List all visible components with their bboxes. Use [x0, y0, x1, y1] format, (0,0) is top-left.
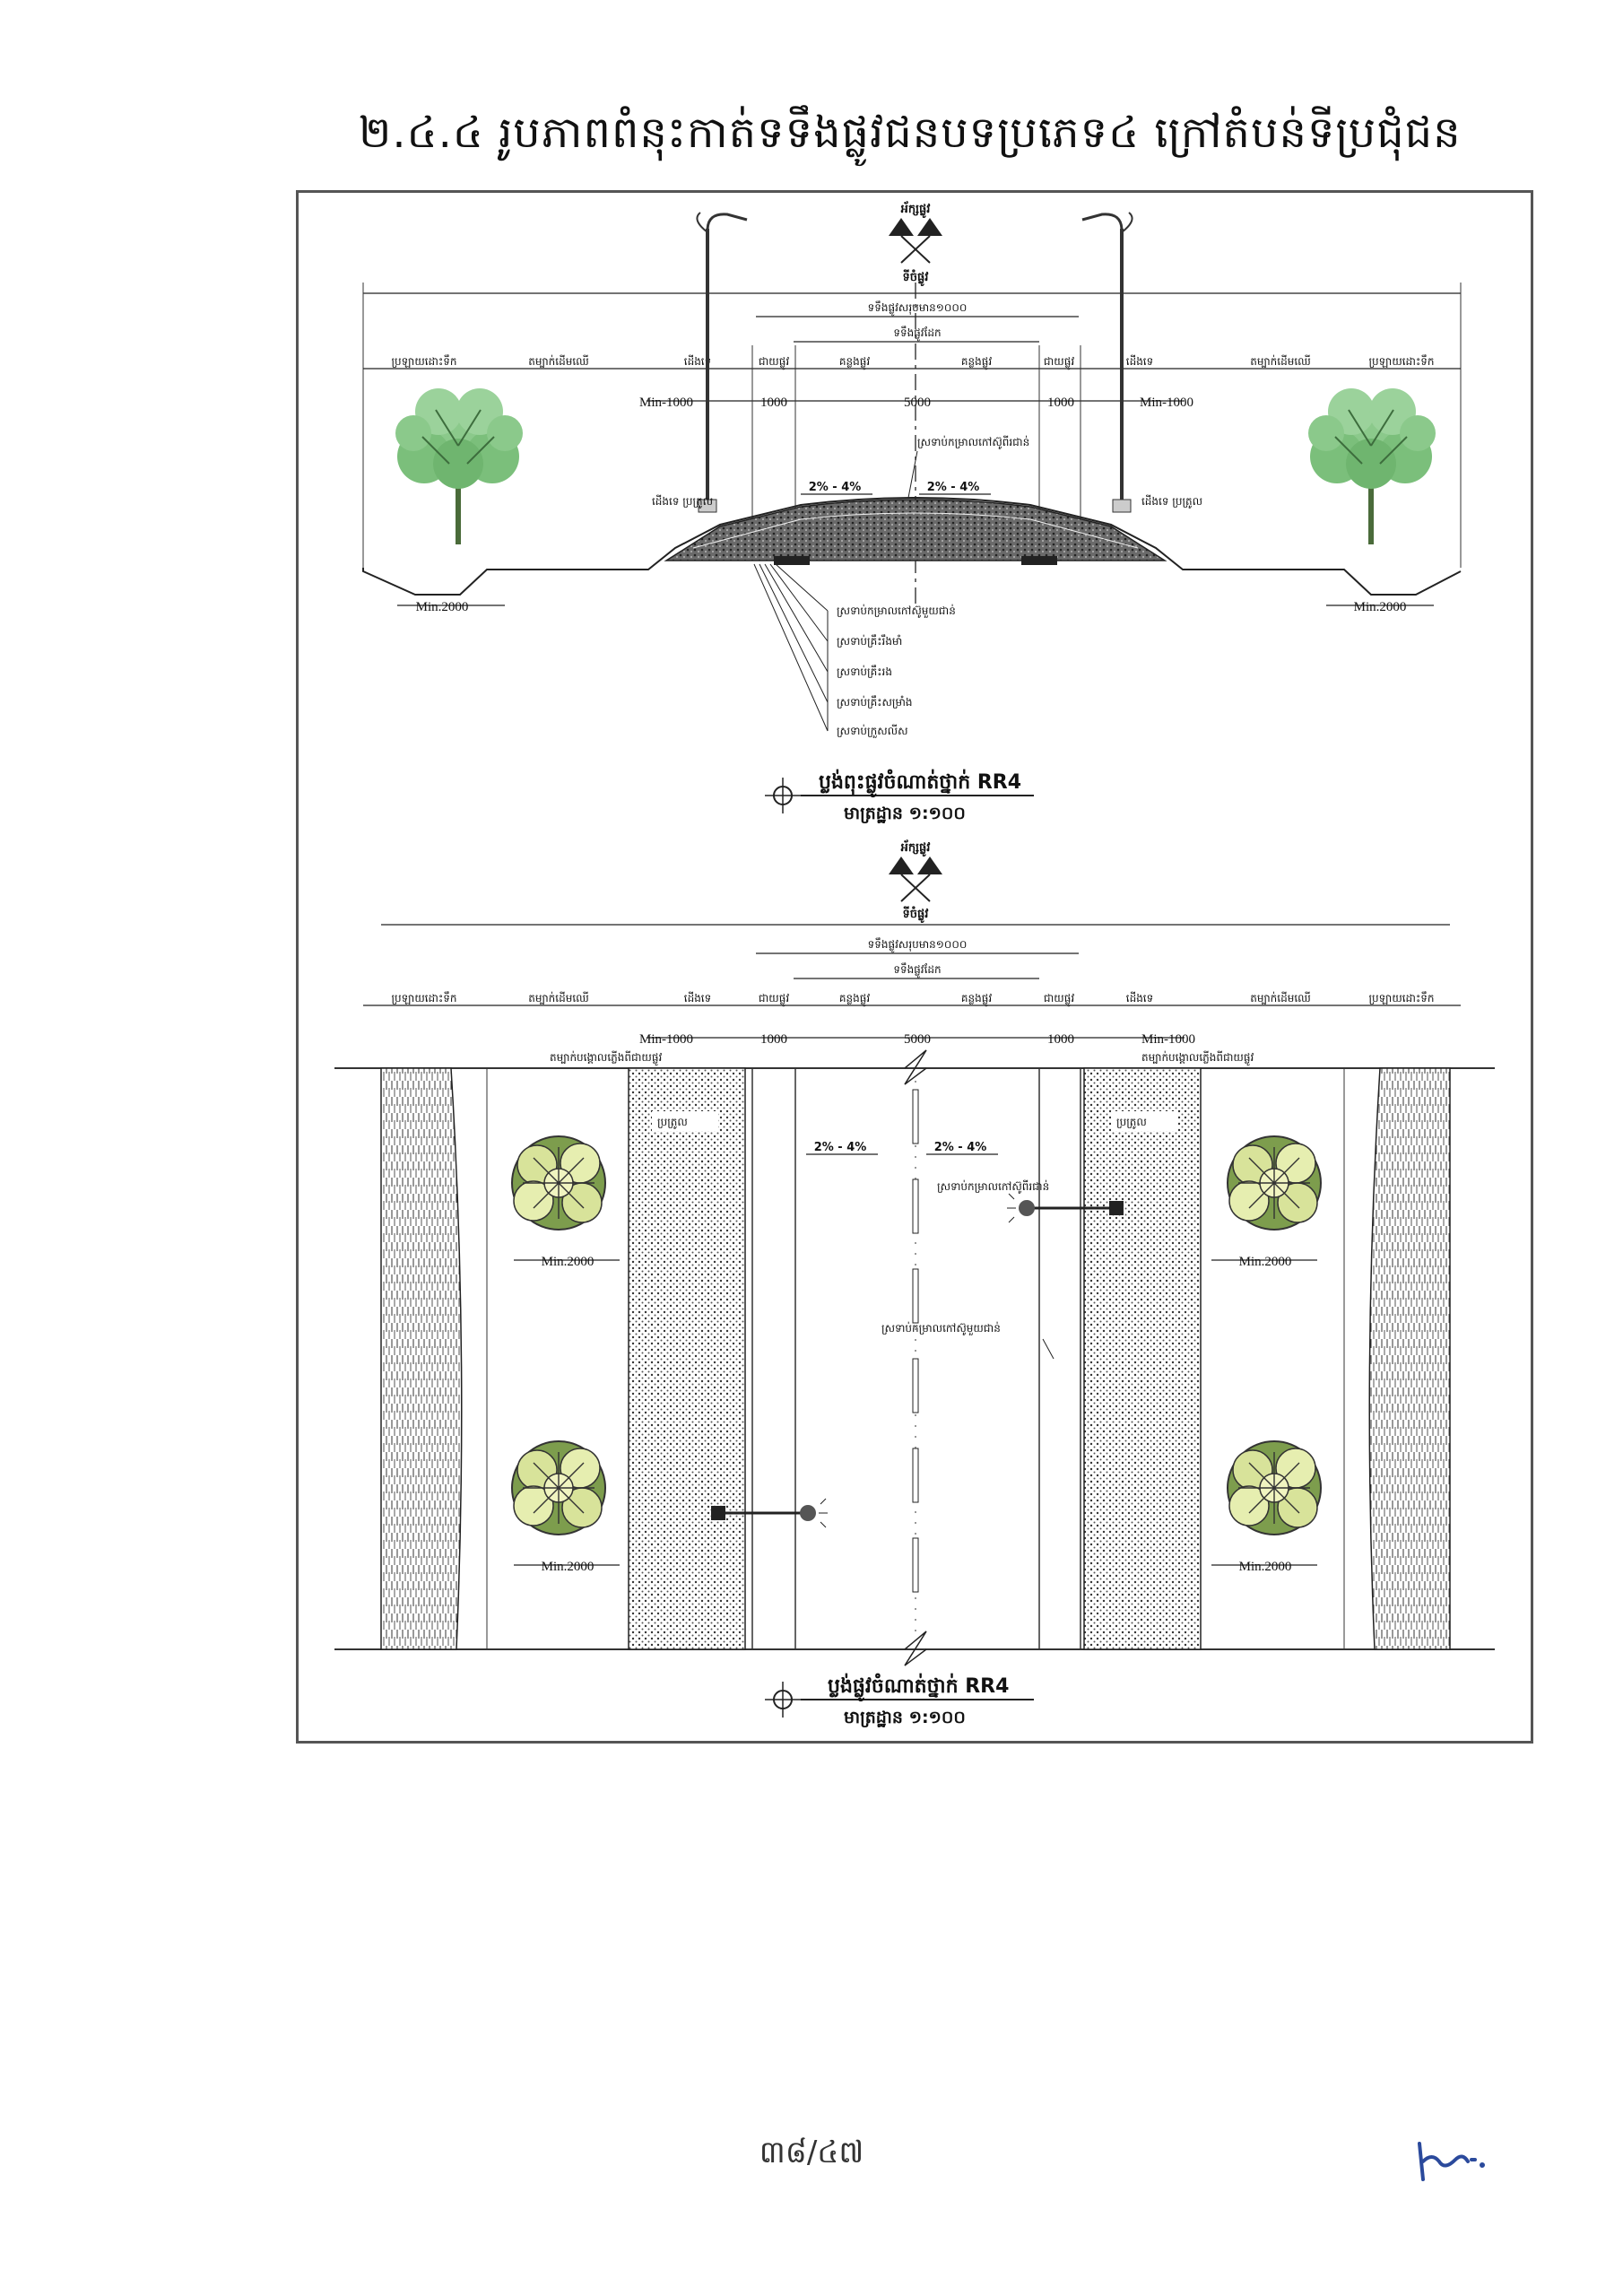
layer-leaders: ស្រទាប់កម្រាលកៅស៊ូមួយជាន់ ស្រទាប់គ្រឹះរឹ…: [753, 563, 956, 738]
shrub-icon: [511, 1440, 606, 1535]
carriageway-label: ទទឹងផ្លូវដែក: [893, 962, 941, 978]
footpath-left: ប្រត្រូល: [657, 1116, 688, 1129]
zone-label: ជាយផ្លូវ: [759, 355, 789, 370]
dim-value: 5000: [904, 396, 931, 410]
lamp-icon: [1007, 1193, 1124, 1223]
zone-labels: ប្រឡាយដោះទឹក តម្បាក់ដើមឈើ ដើងទេ ជាយផ្លូវ…: [391, 354, 1434, 370]
dim-value: 5000: [904, 1032, 931, 1047]
dim-value: Min-1000: [639, 396, 693, 410]
zone-label: តម្បាក់ដើមឈើ: [528, 991, 589, 1004]
cross-section: អ័ក្សផ្លូវ ទីចំផ្លូវ ទទឹងផ្លូវសរុបមាន១០០…: [362, 201, 1462, 823]
min-label: Min.2000: [1239, 1255, 1292, 1269]
total-width-label: ទទឹងផ្លូវសរុបមាន១០០០: [868, 937, 968, 953]
signature-mark: [1418, 2142, 1485, 2181]
min-label: Min.2000: [542, 1255, 595, 1269]
layer-label: ស្រទាប់កម្រាលកៅស៊ូមួយជាន់: [837, 604, 956, 618]
surface-note: ស្រទាប់កម្រាលកៅស៊ូពីរជាន់: [937, 1179, 1049, 1194]
layer-label: ស្រទាប់គ្រឹះរង: [837, 665, 892, 678]
layer-label: ស្រទាប់គ្រឹះរឹងមាំ: [837, 634, 902, 648]
min-labels: Min.2000 Min.2000 Min.2000 Min.2000: [514, 1255, 1317, 1574]
layer-label: ស្រទាប់ក្រួសលីស: [837, 724, 908, 738]
drawing-frame: អ័ក្សផ្លូវ ទីចំផ្លូវ ទទឹងផ្លូវសរុបមាន១០០…: [296, 190, 1533, 1744]
row-label: ទីចំផ្លូវ: [903, 269, 929, 286]
zone-label: គន្លងផ្លូវ: [839, 355, 870, 370]
zone-label: ប្រឡាយដោះទឹក: [391, 991, 456, 1004]
drain-left: [380, 1067, 463, 1650]
tree-icon: [395, 388, 523, 544]
plan-title: ប្លង់ផ្លូវចំណាត់ថ្នាក់ RR4: [828, 1673, 1009, 1702]
footpath-strip-right: [1083, 1067, 1202, 1650]
plan-scale: មាត្រដ្ឋាន ១:១០០: [844, 1708, 966, 1727]
zone-label: គន្លងផ្លូវ: [961, 992, 992, 1007]
slope-right: 2% - 4%: [927, 481, 980, 494]
light-pole-left: [696, 212, 748, 513]
carriageway-label: ទទឹងផ្លូវដែក: [893, 326, 941, 342]
axis-symbol: អ័ក្សផ្លូវ ទីចំផ្លូវ: [889, 201, 942, 286]
tree-icon: [1308, 388, 1436, 544]
min-right: Min.2000: [1354, 600, 1407, 614]
surface-note-2: ស្រទាប់កម្រាលកៅស៊ូមួយជាន់: [881, 1321, 1001, 1335]
zone-label: ប្រឡាយដោះទឹក: [1368, 991, 1434, 1004]
dim-value: 1000: [760, 1032, 787, 1047]
zone-label: ដើងទេ: [684, 991, 711, 1004]
axis-symbol-plan: អ័ក្សផ្លូវ ទីចំផ្លូវ: [889, 839, 942, 923]
footpath-right: ប្រត្រូល: [1116, 1116, 1147, 1129]
section-scale: មាត្រដ្ឋាន ១:១០០: [844, 804, 966, 823]
centre-lane-marks: [912, 1081, 919, 1637]
drain-right: [1368, 1067, 1451, 1650]
dim-value: Min-1000: [639, 1032, 693, 1047]
plan-view: អ័ក្សផ្លូវ ទីចំផ្លូវ ទទឹងផ្លូវសរុបមាន១០០…: [334, 839, 1495, 1727]
slope-left: 2% - 4%: [814, 1141, 867, 1154]
footpath-left: ដើងទេ ប្រត្រូល: [652, 494, 713, 509]
footpath-right: ដើងទេ ប្រត្រូល: [1141, 494, 1202, 509]
slope-left: 2% - 4%: [809, 481, 862, 494]
zone-label: ជាយផ្លូវ: [1044, 355, 1074, 370]
section-title: ប្លង់ពុះផ្លូវចំណាត់ថ្នាក់ RR4: [819, 769, 1021, 798]
axis-label: អ័ក្សផ្លូវ: [900, 201, 931, 218]
dim-value: Min-1000: [1140, 396, 1193, 410]
road-body: [664, 499, 1167, 561]
zone-label: ប្រឡាយដោះទឹក: [391, 354, 456, 368]
dimension-values: Min-1000 1000 5000 1000 Min-1000: [639, 396, 1193, 410]
min-label: Min.2000: [542, 1560, 595, 1574]
layer-label: ស្រទាប់គ្រឹះសម្រាំង: [837, 695, 913, 709]
zone-label: តម្បាក់ដើមឈើ: [1250, 354, 1311, 368]
plan-title-block: ប្លង់ផ្លូវចំណាត់ថ្នាក់ RR4 មាត្រដ្ឋាន ១:…: [765, 1673, 1034, 1727]
row-label: ទីចំផ្លូវ: [903, 906, 929, 923]
zone-label: គន្លងផ្លូវ: [839, 992, 870, 1007]
light-pole-right: [1081, 212, 1133, 513]
road-drawing: អ័ក្សផ្លូវ ទីចំផ្លូវ ទទឹងផ្លូវសរុបមាន១០០…: [334, 201, 1495, 1727]
page-number: ៣៨/៤៧: [759, 2135, 864, 2170]
page-heading: ២.៤.៤ រូបភាពពំនុះកាត់ទទឹងផ្លូវជនបទប្រភេទ…: [359, 108, 1462, 158]
zone-label: ដើងទេ: [684, 354, 711, 368]
dim-value: 1000: [760, 396, 787, 410]
zone-label: ប្រឡាយដោះទឹក: [1368, 354, 1434, 368]
axis-label: អ័ក្សផ្លូវ: [900, 839, 931, 857]
zone-label: តម្បាក់ដើមឈើ: [528, 354, 589, 368]
pole-offset-note-left: តម្បាក់បង្គោលភ្លើងពីជាយផ្លូវ: [550, 1050, 662, 1066]
dim-value: 1000: [1047, 1032, 1074, 1047]
lamp-icon: [711, 1498, 828, 1528]
footpath-strip-left: [628, 1067, 746, 1650]
slope-right: 2% - 4%: [934, 1141, 987, 1154]
section-title-block: ប្លង់ពុះផ្លូវចំណាត់ថ្នាក់ RR4 មាត្រដ្ឋាន…: [765, 769, 1034, 823]
zone-label: ជាយផ្លូវ: [1044, 992, 1074, 1007]
zone-label: តម្បាក់ដើមឈើ: [1250, 991, 1311, 1004]
surface-note: ស្រទាប់កម្រាលកៅស៊ូពីរជាន់: [917, 435, 1029, 449]
shrub-icon: [1227, 1135, 1322, 1231]
shrub-icon: [511, 1135, 606, 1231]
pole-offset-note-right: តម្បាក់បង្គោលភ្លើងពីជាយផ្លូវ: [1141, 1050, 1254, 1066]
min-label: Min.2000: [1239, 1560, 1292, 1574]
zone-labels-plan: ប្រឡាយដោះទឹក តម្បាក់ដើមឈើ ដើងទេ ជាយផ្លូវ…: [391, 991, 1434, 1007]
shrub-icon: [1227, 1440, 1322, 1535]
zone-label: ដើងទេ: [1126, 991, 1153, 1004]
zone-label: គន្លងផ្លូវ: [961, 355, 992, 370]
dimension-values-plan: Min-1000 1000 5000 1000 Min-1000: [639, 1032, 1195, 1047]
zone-label: ដើងទេ: [1126, 354, 1153, 368]
zone-label: ជាយផ្លូវ: [759, 992, 789, 1007]
total-width-label: ទទឹងផ្លូវសរុបមាន១០០០: [868, 300, 968, 317]
min-left: Min.2000: [416, 600, 469, 614]
dim-value: 1000: [1047, 396, 1074, 410]
dim-value: Min-1000: [1141, 1032, 1195, 1047]
